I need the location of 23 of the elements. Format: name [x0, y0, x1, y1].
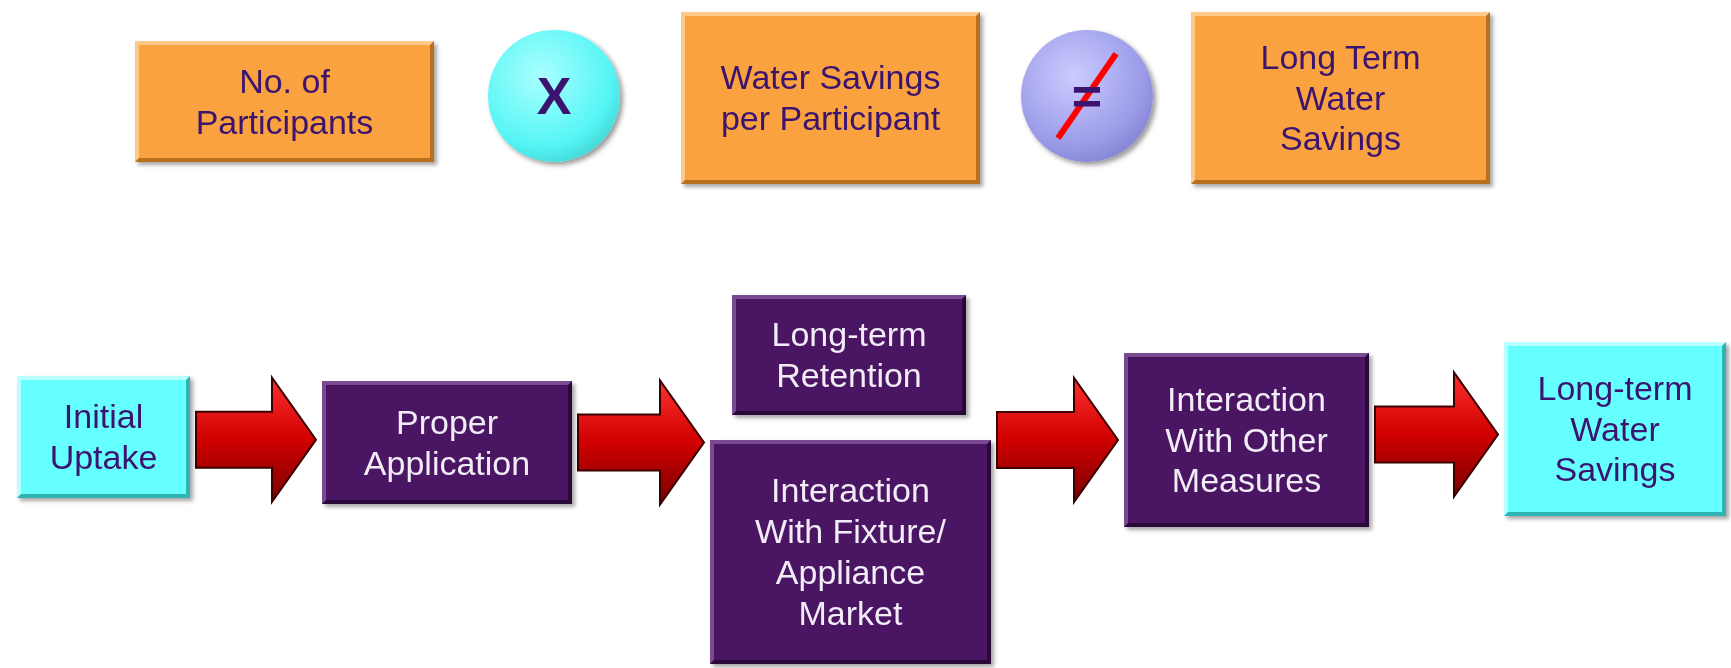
- block-arrow: [996, 374, 1120, 506]
- process-box: [732, 295, 966, 415]
- process-box: [17, 376, 190, 498]
- process-box: [135, 41, 434, 162]
- box-label: Water Savings per Participant: [719, 57, 942, 139]
- box-label: Long-term Water Savings: [1536, 367, 1694, 491]
- process-box: [1124, 353, 1369, 527]
- block-arrow: [195, 374, 318, 505]
- process-box: [1191, 12, 1490, 184]
- operator-symbol: X: [535, 65, 573, 127]
- box-label: Proper Application: [362, 401, 532, 484]
- process-box: [1504, 342, 1726, 516]
- process-box: [322, 381, 572, 504]
- process-box: [681, 12, 980, 184]
- block-arrow: [1374, 369, 1500, 500]
- box-label: Interaction With Fixture/ Appliance Market: [754, 470, 947, 634]
- box-label: Long Term Water Savings: [1259, 36, 1422, 160]
- process-box: [710, 440, 991, 664]
- box-label: Initial Uptake: [48, 396, 159, 478]
- box-label: Long-term Retention: [770, 314, 928, 396]
- block-arrow: [577, 377, 706, 508]
- box-label: Interaction With Other Measures: [1164, 378, 1329, 502]
- box-label: No. of Participants: [194, 60, 375, 143]
